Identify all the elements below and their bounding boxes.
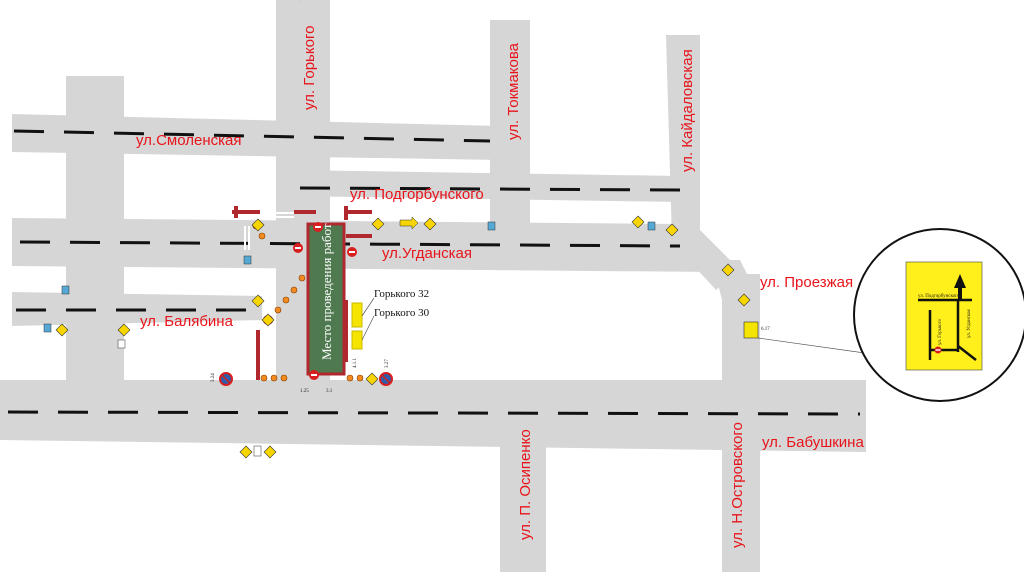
pedestrian-crossing xyxy=(244,212,294,250)
sign-code-3-27: 3.27 xyxy=(385,359,390,368)
street-label-kaidalovskaya: ул. Кайдаловская xyxy=(679,49,696,172)
road-podgorbunskogo xyxy=(290,170,680,202)
street-label-balyabina: ул. Балябина xyxy=(140,313,234,330)
road-proezzhaya xyxy=(740,274,760,300)
sign-code-4-1-1: 4.1.1 xyxy=(353,358,358,369)
street-label-tokmakova: ул. Токмакова xyxy=(505,42,522,140)
building-gorkogo-32 xyxy=(351,302,363,328)
road-signs: 6.17 1.25 3.1 3.27 4.1.1 3.24 xyxy=(43,212,770,459)
detour-arrow-icon xyxy=(399,216,419,230)
information-plate-icon xyxy=(43,221,656,457)
street-label-ostrovskogo: ул. Н.Островского xyxy=(729,422,746,548)
no-entry-sign-icon xyxy=(263,222,357,380)
street-label-osipenko: ул. П. Осипенко xyxy=(517,429,534,540)
road-ugdanskaya xyxy=(12,218,716,272)
detour-scheme-plate xyxy=(743,321,759,339)
sign-code-3-1: 3.1 xyxy=(326,389,333,394)
road-babushkina xyxy=(0,380,866,452)
building-label-gorkogo-32: Горького 32 xyxy=(374,288,429,300)
building-label-gorkogo-30: Горького 30 xyxy=(374,307,430,319)
sign-code-3-24: 3.24 xyxy=(211,373,216,382)
road-kaidalovskaya xyxy=(666,35,740,290)
street-label-ugdanskaya: ул.Угданская xyxy=(382,245,472,262)
inset-street-gorkogo: ул. Горького xyxy=(938,318,943,345)
street-label-smolenskaya: ул.Смоленская xyxy=(136,132,241,149)
street-label-babushkina: ул. Бабушкина xyxy=(762,434,864,451)
road-tokmakova xyxy=(490,20,530,260)
inset-street-podgorbunskogo: ул. Подгорбунского xyxy=(918,294,960,299)
sign-code-1-25: 1.25 xyxy=(300,389,309,394)
road-osipenko xyxy=(500,400,546,572)
building-gorkogo-30 xyxy=(351,330,363,350)
detour-scheme-inset: ул. Подгорбунского ул. Горького ул. Угда… xyxy=(853,228,1024,402)
lane-markings xyxy=(7,129,861,416)
inset-street-ugdanskaya: ул. Угданская xyxy=(967,309,972,338)
street-label-proezzhaya: ул. Проезжая xyxy=(760,274,853,291)
barriers xyxy=(232,206,372,380)
work-zone-label: Место проведения работ xyxy=(319,223,334,360)
road-smolenskaya xyxy=(12,114,500,160)
no-stopping-sign-icon xyxy=(219,372,393,386)
street-label-podgorbunskogo: ул. Подгорбунского xyxy=(350,186,484,203)
street-label-gorkogo: ул. Горького xyxy=(301,26,318,110)
sign-code-6-17: 6.17 xyxy=(761,327,770,332)
warning-diamond-sign-icon xyxy=(55,215,751,459)
work-zone xyxy=(306,222,346,376)
